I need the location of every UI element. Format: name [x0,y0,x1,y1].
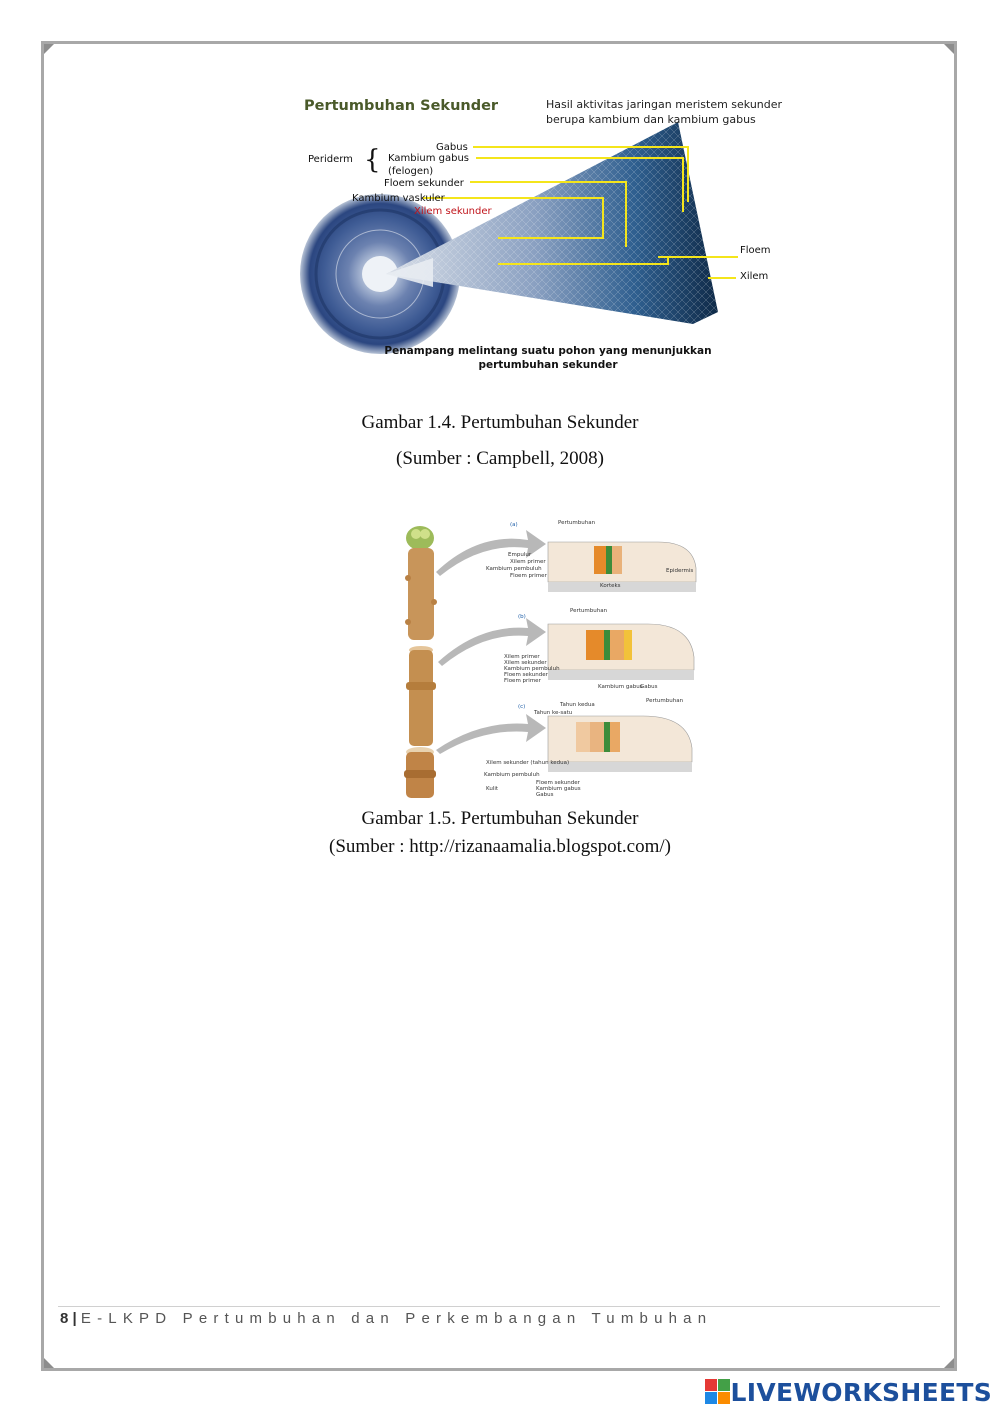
panel-a-label: Korteks [600,583,621,589]
panel-b-label: Kambium gabus [598,684,643,690]
panel-a-label: Kambium pembuluh [486,566,542,572]
watermark-text: LIVEWORKSHEETS [730,1377,992,1407]
figure1-bottom-line2: pertumbuhan sekunder [478,359,618,371]
page-number: 8 | [60,1310,77,1327]
corner-ornament [944,1358,954,1368]
figure1-source: (Sumber : Campbell, 2008) [396,448,604,469]
arrows [436,530,546,754]
panel-a-top: Pertumbuhan [558,520,596,526]
panel-b-label: Floem sekunder [504,672,549,678]
panel-b [547,623,695,680]
panel-c-label: Xilem sekunder (tahun kedua) [486,760,569,766]
label-xilem-sekunder: Xilem sekunder [414,206,493,217]
figure-stem-growth-stages: (a) Pertumbuhan Empulur Xilem primer Kam… [404,520,697,798]
label-kambium-vaskuler: Kambium vaskuler [352,193,446,204]
panel-c-kulit: Kulit [486,786,499,792]
panel-a-label: Floem primer [510,573,548,579]
panel-b-label: Xilem sekunder [504,660,547,666]
figure1-heading: Pertumbuhan Sekunder [304,98,499,114]
panel-b-label: Xilem primer [504,654,540,660]
page-border [41,41,957,1371]
panel-a-label: Xilem primer [510,559,546,565]
panel-c [547,715,693,772]
panel-c-top2: Tahun kedua [559,702,595,708]
panel-a-label: Epidermis [666,568,693,574]
liveworksheets-logo-icon [704,1379,730,1404]
panel-c-label: Kambium pembuluh [484,772,540,778]
label-gabus: Gabus [436,142,468,153]
footer-divider [58,1306,940,1307]
label-floem: Floem [740,245,771,256]
label-floem-sekunder: Floem sekunder [384,178,465,189]
figure1-bottom-line1: Penampang melintang suatu pohon yang men… [384,345,711,357]
figure-tree-cross-section: Pertumbuhan Sekunder Hasil aktivitas jar… [300,98,783,371]
panel-c-label: Floem sekunder [536,780,581,786]
label-xilem: Xilem [740,271,768,282]
figure1-note-line2: berupa kambium dan kambium gabus [546,113,756,126]
label-felogen: (felogen) [388,166,433,177]
panel-c-top: Pertumbuhan [646,698,684,704]
periderm-brace: { [364,145,381,175]
liveworksheets-watermark: LIVEWORKSHEETS [704,1377,992,1407]
panel-c-label: Kambium gabus [536,786,581,792]
panel-c-label: Gabus [536,792,554,798]
label-kambium-gabus: Kambium gabus [388,153,469,164]
panel-b-tag: (b) [518,614,526,620]
figure2-source: (Sumber : http://rizanaamalia.blogspot.c… [329,836,671,857]
label-periderm: Periderm [308,154,353,165]
figure1-caption: Gambar 1.4. Pertumbuhan Sekunder [361,412,639,433]
figure1-note-line1: Hasil aktivitas jaringan meristem sekund… [546,98,783,111]
corner-ornament [44,44,54,54]
panel-c-top3: Tahun ke-satu [533,710,572,716]
page-footer: 8 | E-LKPD Pertumbuhan dan Perkembangan … [60,1310,712,1327]
panel-b-top: Pertumbuhan [570,608,608,614]
stem-segments [404,526,437,798]
corner-ornament [944,44,954,54]
panel-c-tag: (c) [518,704,525,710]
panel-b-label: Floem primer [504,678,542,684]
figure2-caption: Gambar 1.5. Pertumbuhan Sekunder [361,808,639,829]
footer-title: E-LKPD Pertumbuhan dan Perkembangan Tumb… [80,1310,713,1327]
panel-a [547,541,697,592]
panel-b-label: Gabus [640,684,658,690]
panel-b-label: Kambium pembuluh [504,666,560,672]
corner-ornament [44,1358,54,1368]
panel-a-tag: (a) [510,522,518,528]
panel-a-label: Empulur [508,552,532,558]
pointer-lines [423,146,738,279]
